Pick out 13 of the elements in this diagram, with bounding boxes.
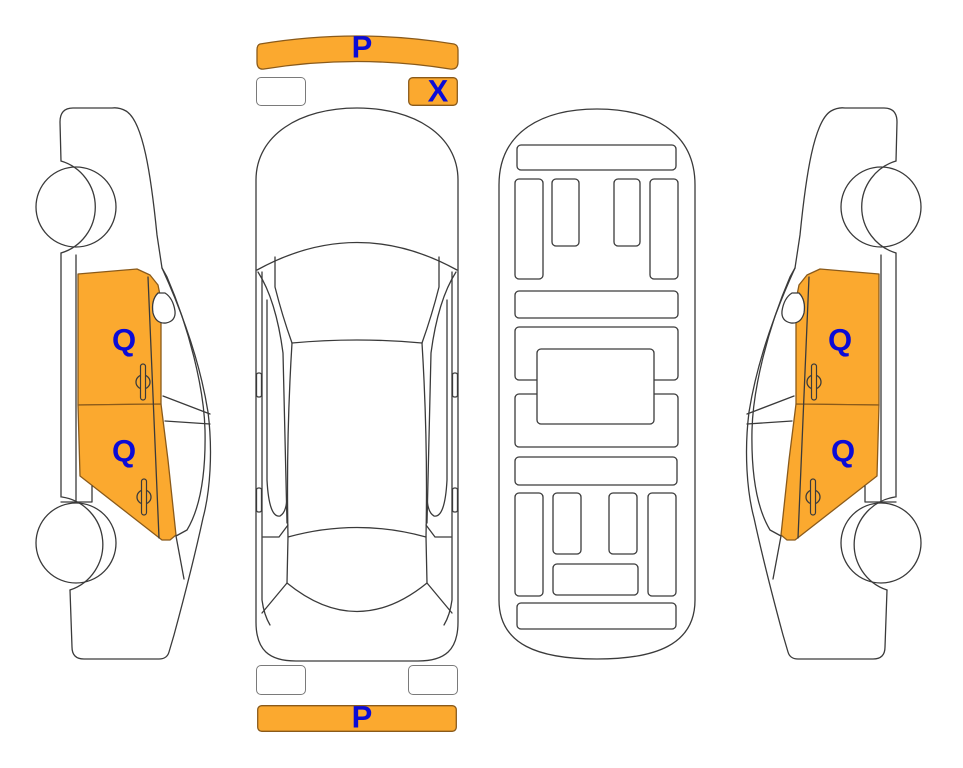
headlight-panel [408,77,458,106]
bumper-panel [257,705,457,732]
damage-code: P [352,706,372,730]
door-panel [77,403,177,541]
door-panel [77,268,162,406]
bumper-panel [256,35,459,71]
door-panel [795,268,880,406]
door-panel [780,403,880,541]
headlight-panel [256,77,306,106]
damage-code: X [428,80,448,104]
taillight-panel [408,665,458,695]
damage-code: P [352,36,372,60]
taillight-panel [256,665,306,695]
